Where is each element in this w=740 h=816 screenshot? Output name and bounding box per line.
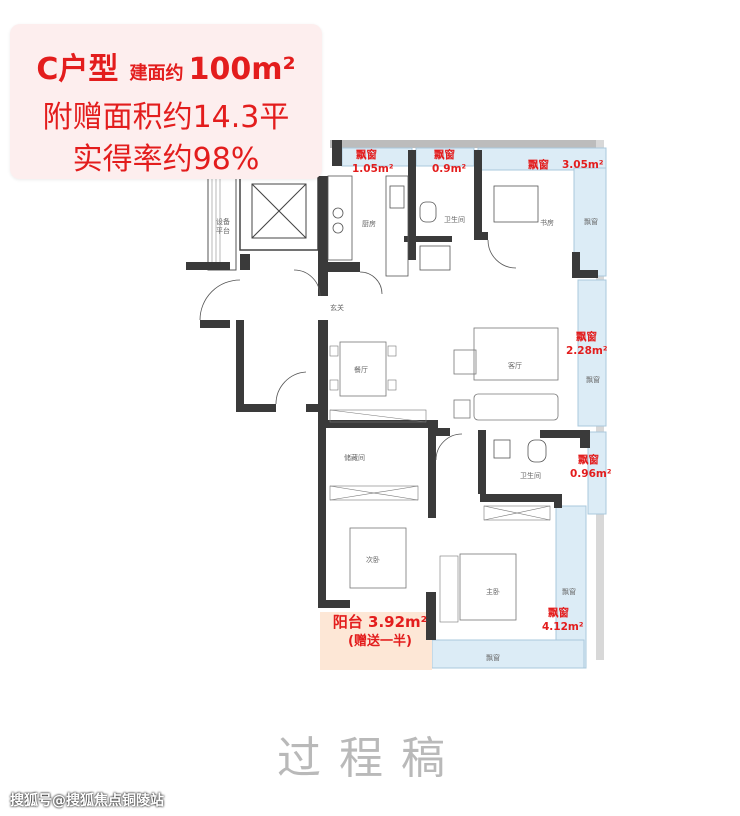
area-value: 100m²	[188, 52, 296, 87]
label-bay-living: 飘窗	[586, 375, 600, 384]
gift-area: 附赠面积约14.3平	[42, 100, 290, 135]
label-bay-bottom: 飘窗	[486, 653, 500, 662]
bed-master	[459, 553, 517, 621]
label-study: 书房	[540, 218, 554, 227]
label-dining: 餐厅	[354, 365, 368, 374]
area-label: 建面约	[129, 63, 184, 84]
label-bathroom-2: 卫生间	[520, 471, 541, 480]
toilet-2	[527, 439, 547, 463]
balcony-badge: 阳台 3.92m² (赠送一半)	[318, 612, 442, 660]
tag-bay-6-area: 4.12m²	[542, 621, 584, 633]
tag-bay-1-label: 飘窗	[356, 148, 377, 161]
label-master-bedroom: 主卧	[486, 587, 500, 596]
label-second-bedroom: 次卧	[366, 555, 380, 564]
label-equipment-1: 设备	[216, 217, 230, 226]
tag-bay-6-label: 飘窗	[548, 606, 569, 619]
sink-2	[493, 439, 511, 459]
equipment-platform	[207, 169, 237, 271]
room-labels: 设备 平台 厨房 卫生间 书房 玄关 餐厅 客厅 储藏间 卫生间 次卧 主卧 飘…	[216, 215, 600, 662]
tag-bay-2-label: 飘窗	[434, 148, 455, 161]
label-bay-master: 飘窗	[562, 587, 576, 596]
unit-type: C户型	[36, 52, 119, 87]
bed-2	[349, 527, 407, 589]
dining-table	[339, 341, 387, 397]
toilet-1	[419, 201, 437, 223]
storage-cabinet	[329, 409, 427, 423]
study-desk	[493, 185, 539, 223]
label-equipment-2: 平台	[216, 226, 230, 235]
tag-bay-2-area: 0.9m²	[432, 163, 467, 175]
label-bay-study: 飘窗	[584, 217, 598, 226]
tag-bay-5-label: 飘窗	[578, 453, 599, 466]
label-storage: 储藏间	[344, 453, 365, 462]
tag-bay-4-area: 2.28m²	[566, 345, 608, 357]
tag-bay-5-area: 0.96m²	[570, 468, 612, 480]
bay-window-bath2	[587, 431, 607, 515]
walls	[186, 140, 598, 640]
sofa	[473, 393, 559, 421]
bay-window-living	[577, 279, 607, 427]
sink-1	[419, 245, 451, 271]
balcony-area	[320, 612, 432, 670]
source-watermark: 搜狐号@搜狐焦点铜陵站	[10, 793, 164, 809]
bay-window-tags: 飘窗 1.05m² 飘窗 0.9m² 飘窗 3.05m² 飘窗 2.28m² 飘…	[352, 148, 612, 633]
label-foyer: 玄关	[330, 303, 344, 312]
tag-bay-4-label: 飘窗	[576, 330, 597, 343]
wardrobe-2	[329, 485, 419, 501]
label-kitchen: 厨房	[362, 219, 376, 228]
bay-window-master-bottom	[431, 639, 585, 669]
top-frame	[330, 140, 602, 148]
label-living: 客厅	[508, 361, 522, 370]
tag-bay-3-area: 3.05m²	[562, 159, 604, 171]
balcony-area-text: 阳台 3.92m²	[332, 613, 428, 631]
info-card: C户型 建面约 100m² 附赠面积约14.3平 实得率约98%	[10, 24, 322, 179]
info-headline: C户型 建面约 100m²	[10, 44, 322, 88]
tag-bay-1-area: 1.05m²	[352, 163, 394, 175]
wardrobe-master	[483, 505, 551, 521]
label-bathroom-1: 卫生间	[444, 215, 465, 224]
tag-bay-3-label: 飘窗	[528, 158, 549, 171]
door-swings	[199, 239, 517, 461]
kitchen-counter	[327, 175, 353, 261]
draft-stamp: 过程稿	[277, 733, 463, 784]
efficiency-rate: 实得率约98%	[72, 142, 260, 177]
balcony-gift-note: (赠送一半)	[348, 634, 412, 649]
living-rug	[473, 327, 559, 381]
